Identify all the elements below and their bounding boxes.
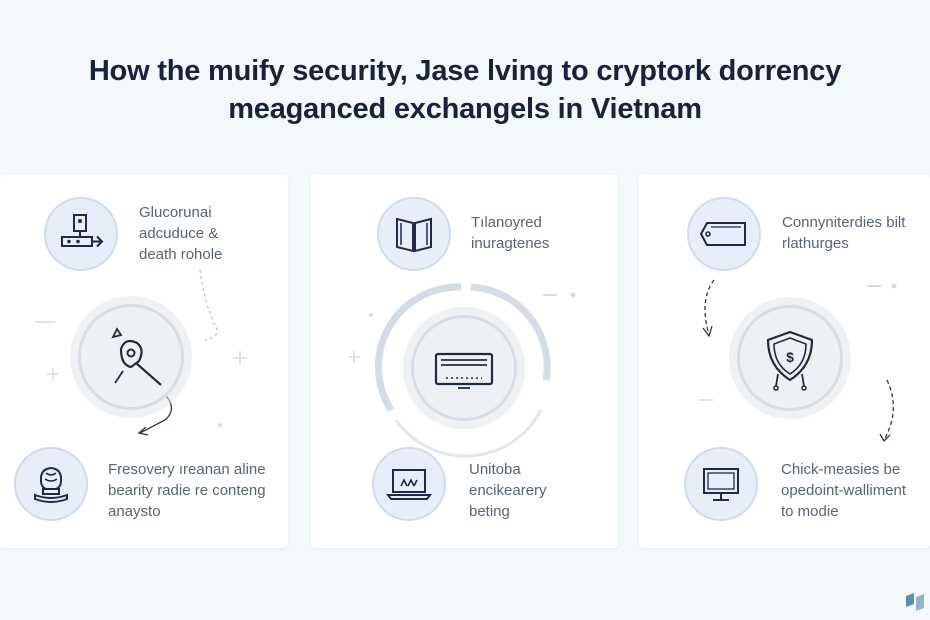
brain-chip-icon — [14, 447, 88, 521]
brand-logo-icon — [906, 593, 924, 611]
monitor-icon — [684, 447, 758, 521]
shield-lock-icon: $ — [737, 305, 843, 411]
key-icon — [78, 304, 184, 410]
book-icon — [377, 197, 451, 271]
laptop-icon — [372, 447, 446, 521]
page-title: How the muify security, Jase lving to cr… — [0, 52, 930, 128]
panel-1-bottom-label: Fresovery ıreanan aline bearity radie re… — [108, 461, 266, 520]
panel-2: Tılanoyred inuragtenes Unitoba encikeare… — [311, 175, 618, 548]
hardware-wallet-icon — [411, 315, 517, 421]
panel-2-bottom-label: Unitoba encikearery beting — [469, 461, 547, 520]
title-line-2: meaganced exchangels in Vietnam — [228, 93, 702, 125]
panel-3-top-label: Connyniterdies bilt rlathurges — [782, 214, 906, 252]
panel-1-top-label: Glucorunai adcuduce & death rohole — [139, 204, 223, 263]
tag-icon — [687, 197, 761, 271]
panel-2-top-label: Tılanoyred inuragtenes — [471, 214, 550, 252]
panel-1: Glucorunai adcuduce & death rohole Freso… — [0, 175, 288, 548]
panel-2-decoration — [348, 283, 576, 458]
title-line-1: How the muify security, Jase lving to cr… — [88, 55, 842, 87]
panel-3: Connyniterdies bilt rlathurges $ Chick-m… — [639, 175, 930, 548]
svg-text:$: $ — [786, 349, 794, 365]
panel-3-decoration — [699, 279, 897, 443]
panel-3-bottom-label: Chick-measies be opedoint-walliment to m… — [781, 461, 907, 520]
workstation-conveyor-icon — [44, 197, 118, 271]
